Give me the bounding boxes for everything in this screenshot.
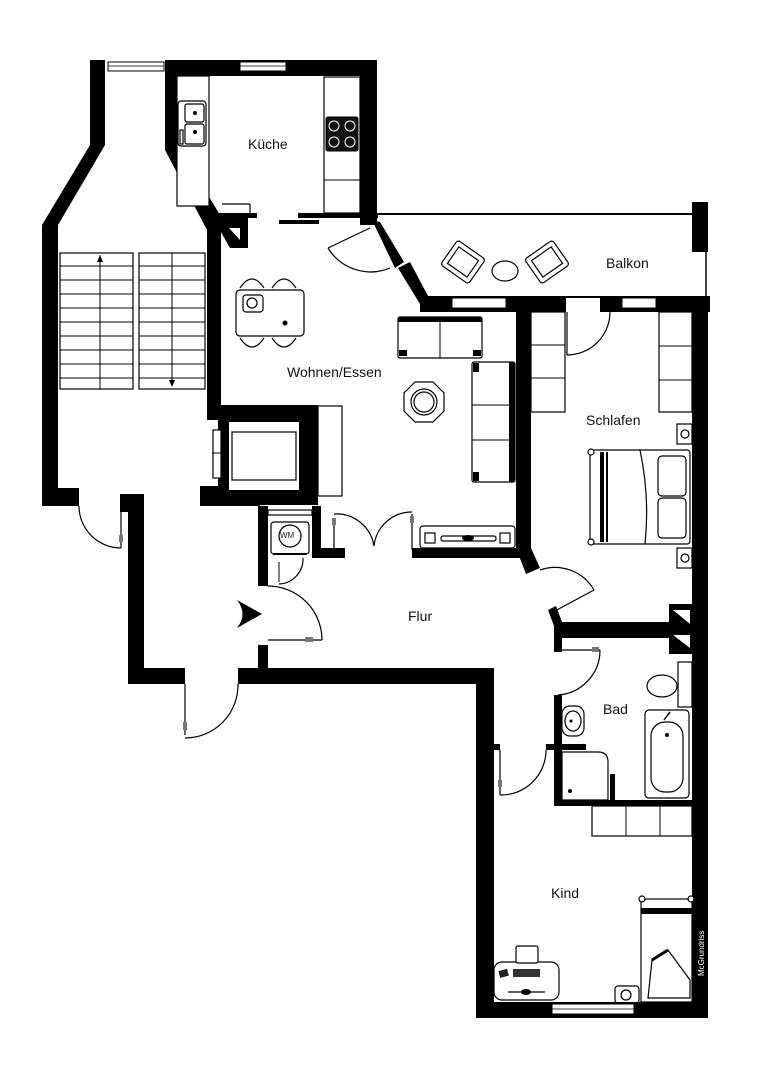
double-bed [587, 448, 691, 546]
window-wohnen [451, 297, 507, 309]
nightstand-kind [614, 985, 640, 1004]
kitchen-counter-right [323, 76, 361, 214]
door-bad[interactable] [557, 647, 601, 696]
stair-up-arrow-icon [97, 255, 103, 262]
room-label-wohnen: Wohnen/Essen [287, 364, 382, 380]
door-opening-schlafen-balkon [566, 298, 600, 312]
wall-kind-left [476, 668, 494, 1018]
tv-unit [419, 525, 516, 549]
room-label-balkon: Balkon [606, 255, 649, 271]
door-upper-stair[interactable] [78, 505, 123, 549]
shower [546, 744, 615, 802]
stairs [59, 252, 206, 390]
wc-tank [677, 661, 693, 708]
sofa-right [471, 361, 516, 483]
wall-wohnen-left [207, 230, 221, 420]
kitchen-counter-left [176, 75, 210, 207]
balcony-chairs [441, 240, 569, 284]
door-lower-stair[interactable] [183, 683, 239, 739]
room-label-schlafen: Schlafen [586, 412, 641, 428]
wall-wohnen-bottom [412, 548, 520, 558]
wardrobe-kind [591, 805, 693, 837]
watermark: McGrundriss [697, 930, 706, 976]
utility-closet [258, 506, 321, 670]
kitchen-lower-walls [210, 213, 378, 248]
door-schlafen-balkon[interactable] [566, 311, 611, 356]
wall-right-exterior [692, 296, 708, 1018]
entrance-door[interactable] [267, 585, 323, 642]
door-kind[interactable] [498, 749, 547, 796]
bathtub [644, 709, 690, 799]
stair-down-arrow-icon [169, 380, 175, 387]
nightstand-top [676, 423, 693, 445]
wardrobe-schlafen-left [530, 311, 566, 413]
fireplace-block [200, 405, 318, 506]
window-kitchen [239, 61, 287, 72]
sofa-top [397, 316, 483, 359]
double-door-wohnen[interactable] [332, 511, 414, 550]
room-label-kind: Kind [551, 885, 580, 901]
wardrobe-schlafen-right [658, 311, 693, 413]
shaft [669, 604, 694, 654]
room-label-flur: Flur [408, 608, 433, 624]
window-stair [107, 61, 165, 72]
door-schlafen[interactable] [539, 566, 595, 626]
wall-wohnen-schlafen [516, 296, 531, 552]
single-bed [638, 895, 695, 1003]
window-schlafen [621, 297, 657, 309]
room-label-bad: Bad [603, 701, 628, 717]
sideboard [317, 405, 343, 497]
nightstand-bottom [676, 547, 693, 569]
wall-bad-bottom [554, 800, 694, 806]
cooktop-icon [325, 116, 359, 152]
toilet [646, 674, 678, 698]
desk-kind [493, 945, 560, 1001]
wall-schlafen-bad [554, 622, 694, 638]
washbasin [561, 705, 585, 737]
entrance-arrow-icon [237, 600, 262, 628]
door-leaf-balkon[interactable] [327, 227, 371, 249]
coffee-table [403, 381, 445, 423]
washing-machine-label: WM [280, 531, 295, 540]
room-label-kueche: Küche [248, 136, 288, 152]
wall-flur-bottom [238, 668, 494, 684]
dining-table [235, 278, 305, 348]
